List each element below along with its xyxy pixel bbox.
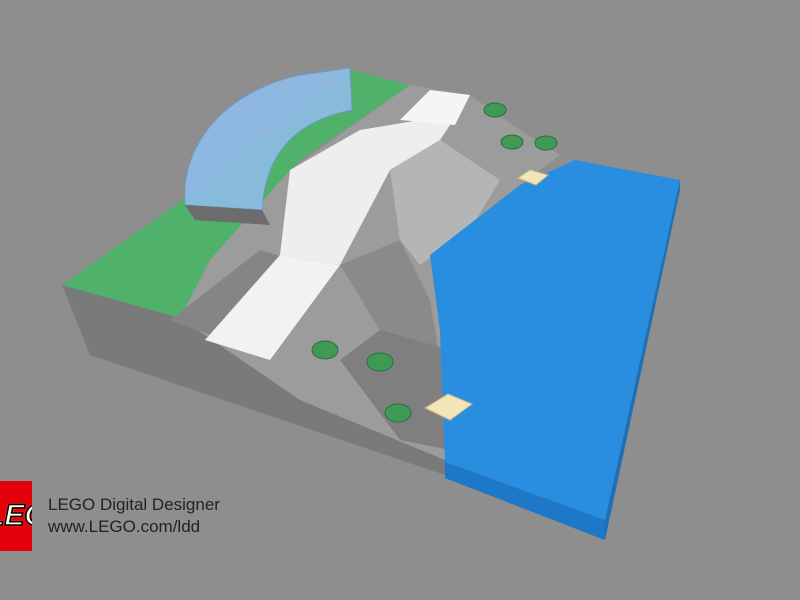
app-name: LEGO Digital Designer <box>48 495 220 514</box>
white-top <box>400 90 470 125</box>
water-side <box>605 180 680 540</box>
lego-logo: LEGO <box>0 481 32 551</box>
white-stream <box>280 95 470 265</box>
rock-slope <box>340 240 440 360</box>
app-url: www.LEGO.com/ldd <box>48 517 201 536</box>
arch-support <box>185 205 270 225</box>
tan-tiles <box>423 169 550 421</box>
water-plate <box>430 160 680 520</box>
base-left-face <box>62 285 445 475</box>
white-path <box>205 255 340 360</box>
transparent-arch <box>184 67 353 211</box>
water-front <box>445 462 605 540</box>
stone-steps <box>390 140 500 265</box>
green-studs <box>311 102 558 423</box>
